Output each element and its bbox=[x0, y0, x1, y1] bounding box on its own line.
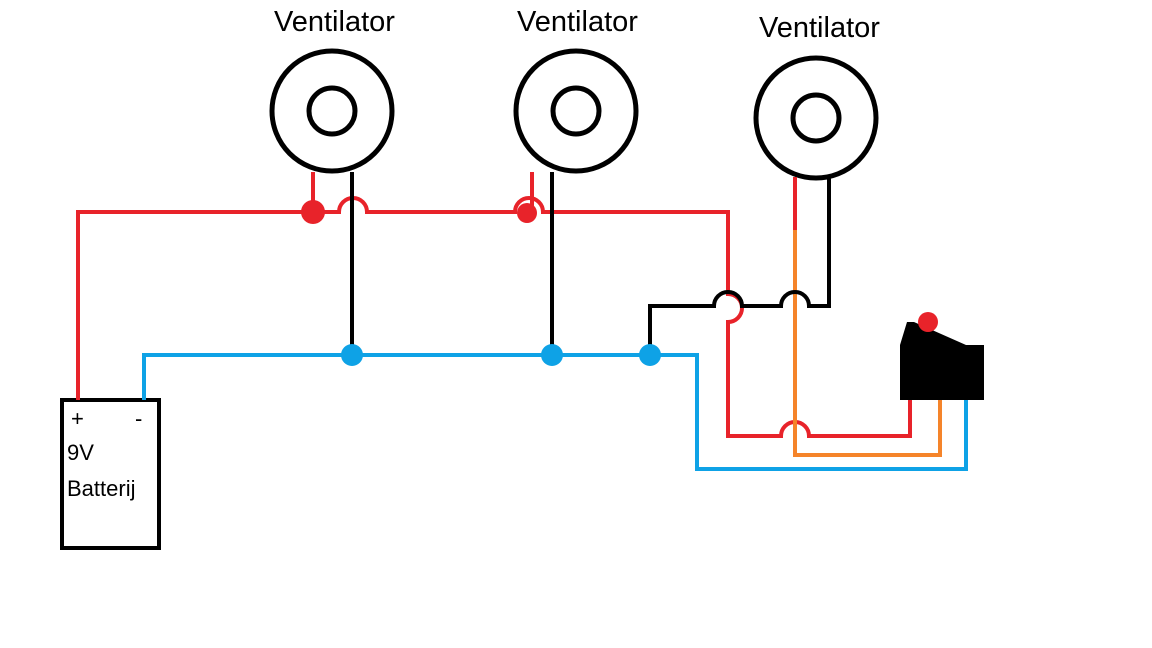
negative-junction bbox=[541, 344, 563, 366]
switch-indicator bbox=[918, 312, 938, 332]
fan-2 bbox=[513, 48, 639, 174]
battery-plus-label: + bbox=[71, 406, 84, 431]
fan-3 bbox=[753, 55, 879, 181]
positive-junction bbox=[517, 203, 537, 223]
battery-name-label: Batterij bbox=[67, 476, 136, 501]
negative-junction bbox=[341, 344, 363, 366]
positive-junction bbox=[301, 200, 325, 224]
battery-voltage-label: 9V bbox=[67, 440, 94, 465]
positive-wire bbox=[76, 172, 912, 438]
return-wire bbox=[350, 172, 831, 355]
rocker-switch bbox=[900, 312, 984, 400]
fan-label: Ventilator bbox=[274, 6, 395, 38]
negative-junction bbox=[639, 344, 661, 366]
switched-wire bbox=[793, 230, 942, 457]
battery-box bbox=[60, 398, 161, 550]
fan-label: Ventilator bbox=[759, 12, 880, 44]
fan-label: Ventilator bbox=[517, 6, 638, 38]
negative-wire bbox=[142, 353, 968, 471]
battery-minus-label: - bbox=[135, 406, 143, 431]
fan-1 bbox=[269, 48, 395, 174]
